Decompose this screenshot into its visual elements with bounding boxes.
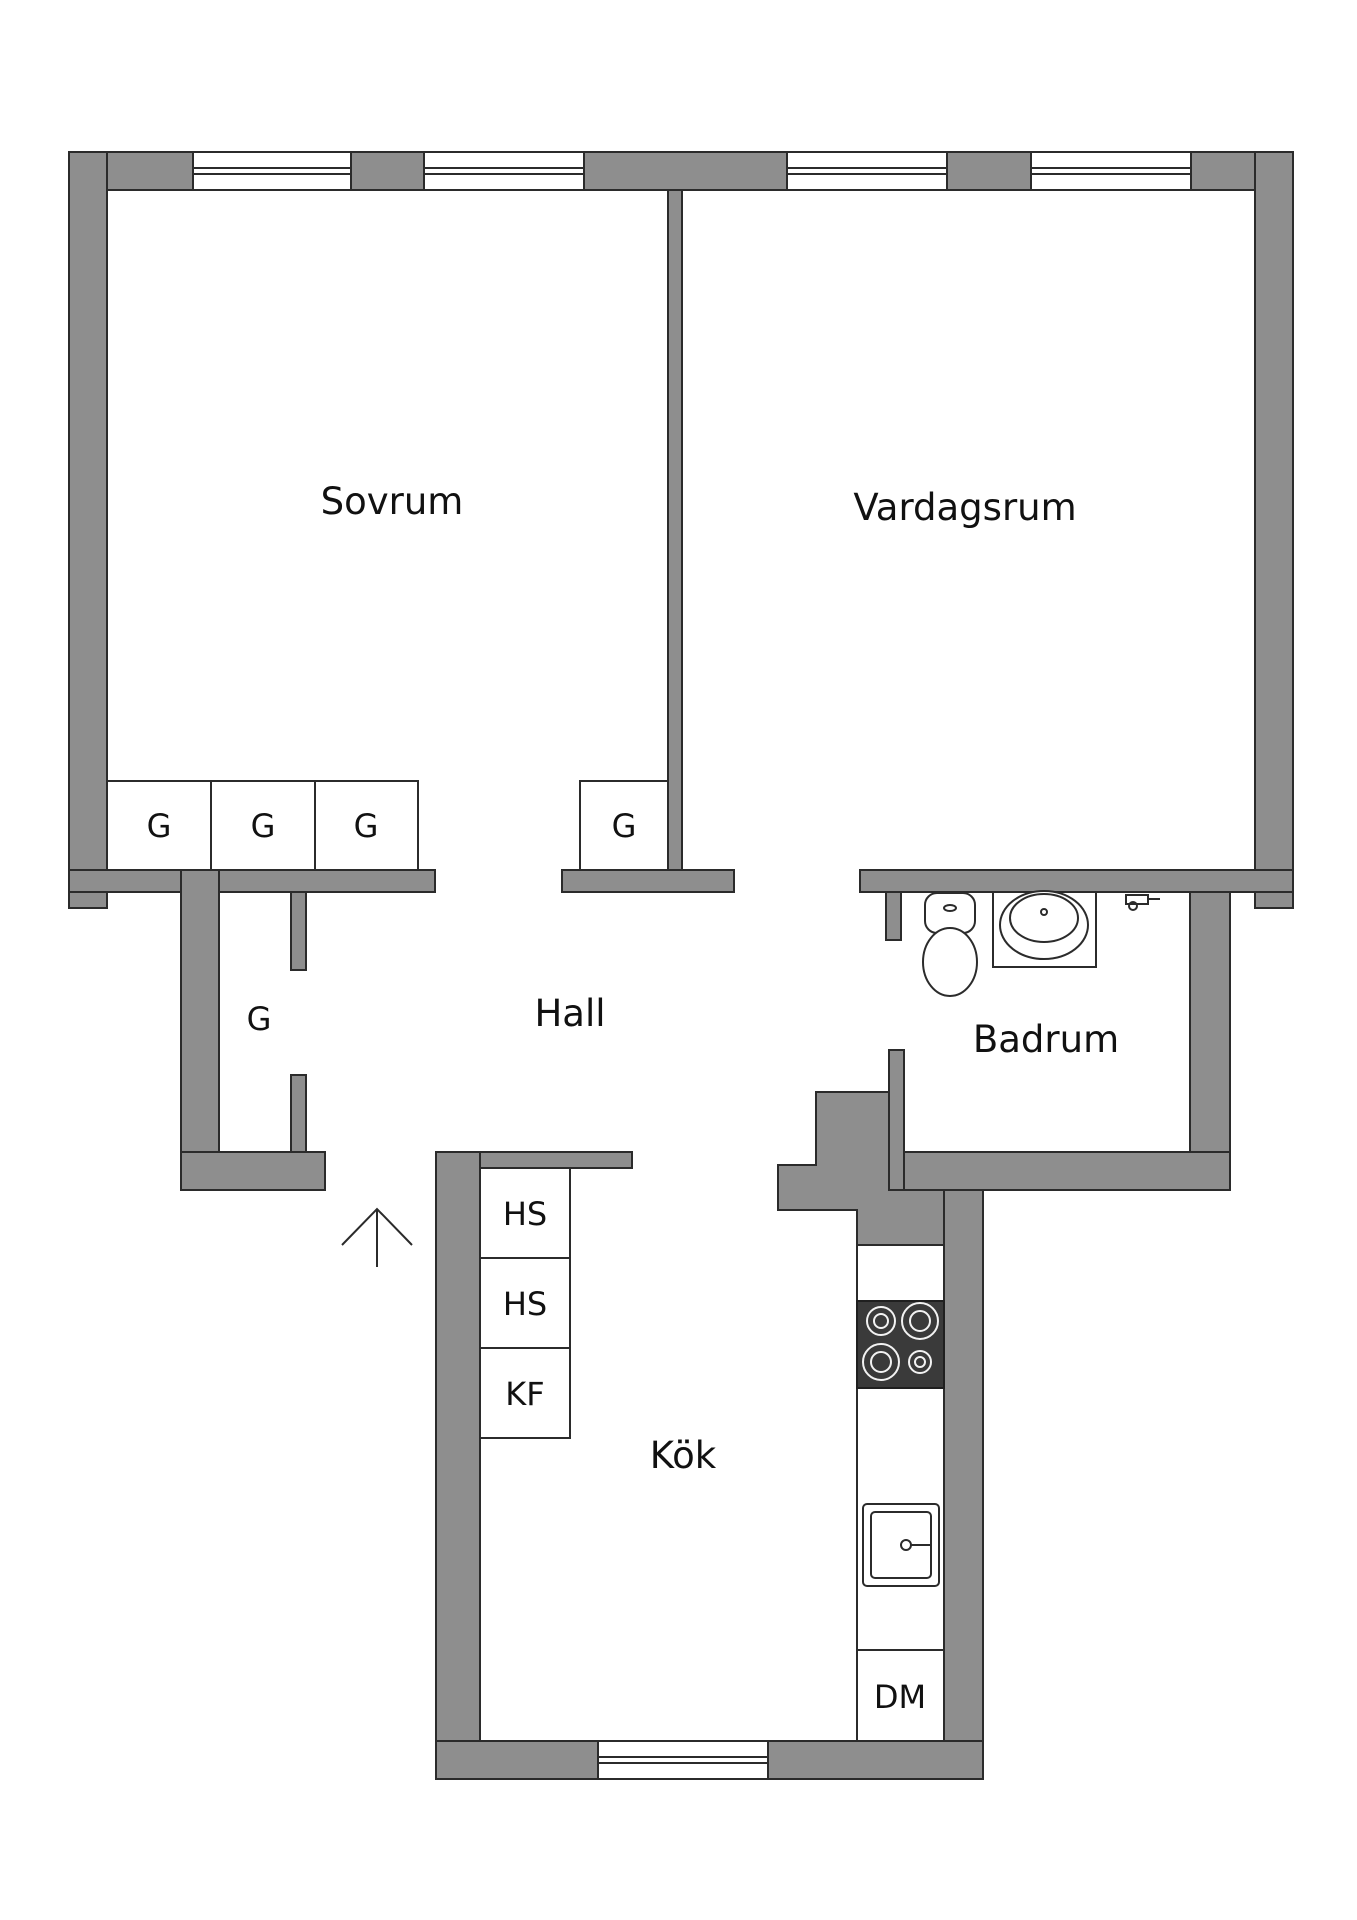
entrance-arrow-icon [341, 1207, 413, 1267]
room-label-vardagsrum: Vardagsrum [853, 486, 1076, 529]
room-label-badrum: Badrum [973, 1018, 1119, 1061]
wall-right-outer [1254, 151, 1294, 909]
wardrobe-sovrum-4 [579, 780, 669, 871]
wall-kok-right [943, 1189, 984, 1780]
window-icon [597, 1740, 769, 1780]
kitchen-counter: DM [856, 1244, 945, 1742]
walls [68, 151, 1294, 1780]
windows [192, 151, 1192, 1780]
toilet-icon [922, 892, 978, 997]
room-labels: Sovrum Vardagsrum Hall Badrum Kök [321, 480, 1119, 1477]
wardrobe-sovrum-1 [106, 780, 212, 871]
wardrobes: G G G G G [106, 780, 669, 1038]
wall-left-outer [68, 151, 108, 909]
wall-sovrum-vardagsrum [667, 189, 683, 871]
wall-closet-upper [290, 891, 307, 971]
hob-icon [856, 1300, 945, 1389]
wardrobe-label: G [251, 807, 276, 845]
wardrobe-sovrum-3 [314, 780, 419, 871]
kitchen-left-cabinets: HS HS KF [479, 1167, 571, 1439]
cabinet-label: DM [874, 1678, 926, 1716]
window-icon [1030, 151, 1192, 191]
cabinet-kf [479, 1347, 571, 1439]
wall-badrum-left-lower [888, 1049, 905, 1191]
wall-hall-bottom-left [180, 1151, 326, 1191]
window-icon [786, 151, 948, 191]
wall-hall-left [180, 869, 220, 1191]
window-icon [423, 151, 585, 191]
window-icon [192, 151, 352, 191]
cabinet-hs-1 [479, 1167, 571, 1259]
wardrobe-label: G [147, 807, 172, 845]
wardrobe-sovrum-2 [210, 780, 316, 871]
wall-kok-left [435, 1151, 481, 1780]
cabinet-label: HS [503, 1195, 547, 1233]
wall-closet-lower [290, 1074, 307, 1153]
room-label-kok: Kök [650, 1434, 717, 1477]
wall-badrum-bottom [903, 1151, 1231, 1191]
room-label-sovrum: Sovrum [321, 480, 464, 523]
wardrobe-label: G [354, 807, 379, 845]
washbasin-icon [992, 890, 1097, 968]
wall-vardagsrum-bottom [859, 869, 1294, 893]
sink-icon [862, 1503, 940, 1587]
faucet-icon [1125, 894, 1160, 911]
cabinet-label: KF [505, 1375, 544, 1413]
wall-sovrum-bottom-left [68, 869, 436, 893]
bathroom-fixtures [922, 890, 1160, 997]
room-label-hall: Hall [534, 992, 605, 1035]
wardrobe-label: G [247, 1000, 272, 1038]
cabinet-label: HS [503, 1285, 547, 1323]
wall-sovrum-bottom-right [561, 869, 735, 893]
wall-badrum-left-upper [885, 891, 902, 941]
cabinet-hs-2 [479, 1257, 571, 1349]
wardrobe-label: G [612, 807, 637, 845]
wall-badrum-right [1189, 891, 1231, 1191]
